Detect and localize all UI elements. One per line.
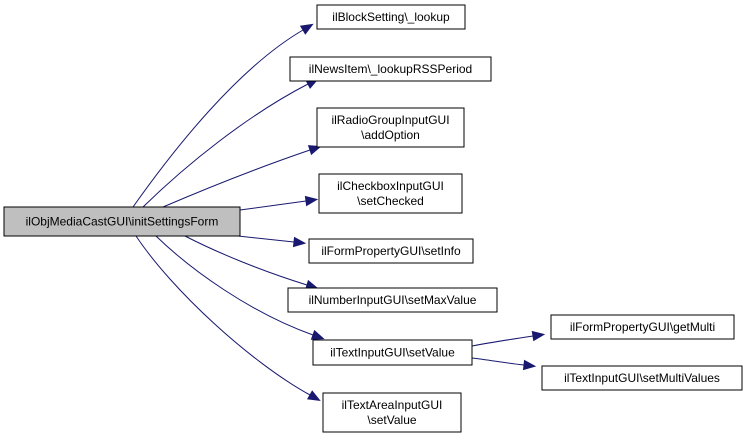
node-root[interactable]: ilObjMediaCastGUI\initSettingsForm [3, 206, 241, 237]
node-label: \setValue [367, 413, 416, 427]
node-label: ilObjMediaCastGUI\initSettingsForm [26, 215, 219, 229]
edge-textinput_setvalue-to-formproperty_getmulti [471, 330, 546, 347]
node-label: \addOption [361, 128, 420, 142]
node-label: ilFormPropertyGUI\getMulti [570, 320, 715, 334]
node-label: ilTextAreaInputGUI [342, 398, 443, 412]
node-label: ilRadioGroupInputGUI [331, 113, 449, 127]
node-box [322, 392, 462, 433]
edge-arrowhead [531, 330, 546, 342]
node-label: ilTextInputGUI\setMultiValues [564, 371, 720, 385]
node-label: ilNewsItem\_lookupRSSPeriod [309, 62, 472, 76]
edges-layer [132, 23, 546, 401]
node-label: ilBlockSetting\_lookup [332, 10, 450, 24]
node-textinput_setmultivalues[interactable]: ilTextInputGUI\setMultiValues [541, 365, 743, 391]
node-box [289, 56, 492, 82]
edge-root-to-formproperty_setinfo [237, 235, 307, 248]
edge-arrowhead [292, 236, 307, 248]
node-label: ilNumberInputGUI\setMaxValue [309, 293, 477, 307]
edge-arrowhead [307, 145, 322, 156]
edge-line [155, 235, 314, 336]
node-blocksetting_lookup[interactable]: ilBlockSetting\_lookup [316, 4, 466, 30]
node-box [541, 365, 743, 391]
edge-arrowhead [299, 23, 314, 35]
edge-line [142, 83, 309, 208]
edge-root-to-newsitem_lookuprss [142, 78, 319, 208]
edge-textinput_setvalue-to-textinput_setmultivalues [471, 357, 537, 371]
node-box [318, 173, 463, 214]
edge-line [471, 335, 534, 347]
edge-line [471, 357, 525, 366]
node-newsitem_lookuprss[interactable]: ilNewsItem\_lookupRSSPeriod [289, 56, 492, 82]
node-label: ilTextInputGUI\setValue [330, 346, 455, 360]
edge-root-to-textarea_setvalue [135, 235, 321, 401]
edge-arrowhead [310, 329, 325, 340]
node-formproperty_setinfo[interactable]: ilFormPropertyGUI\setInfo [308, 238, 474, 264]
node-box [550, 314, 735, 340]
edge-arrowhead [304, 195, 319, 207]
node-box [312, 339, 473, 366]
node-label: ilCheckboxInputGUI [337, 179, 444, 193]
node-box [316, 107, 465, 148]
edge-root-to-radiogroup_addoption [162, 145, 322, 208]
edge-root-to-checkbox_setchecked [239, 195, 319, 211]
edge-arrowhead [522, 359, 537, 371]
edge-root-to-blocksetting_lookup [132, 23, 314, 208]
node-box [3, 206, 241, 237]
edge-line [135, 235, 311, 396]
node-label: ilFormPropertyGUI\setInfo [321, 244, 461, 258]
node-box [287, 287, 498, 313]
node-textinput_setvalue[interactable]: ilTextInputGUI\setValue [312, 339, 473, 366]
node-box [316, 4, 466, 30]
node-label: \setChecked [357, 194, 424, 208]
node-radiogroup_addoption[interactable]: ilRadioGroupInputGUI\addOption [316, 107, 465, 148]
node-box [308, 238, 474, 264]
nodes-layer: ilObjMediaCastGUI\initSettingsForm ilBloc… [3, 4, 743, 433]
node-number_setmaxvalue[interactable]: ilNumberInputGUI\setMaxValue [287, 287, 498, 313]
edge-line [162, 149, 311, 208]
edge-line [239, 200, 307, 211]
node-textarea_setvalue[interactable]: ilTextAreaInputGUI\setValue [322, 392, 462, 433]
edge-line [237, 235, 295, 243]
edge-root-to-textinput_setvalue [155, 235, 325, 340]
edge-line [184, 235, 308, 286]
node-formproperty_getmulti[interactable]: ilFormPropertyGUI\getMulti [550, 314, 735, 340]
edge-line [132, 29, 304, 208]
node-checkbox_setchecked[interactable]: ilCheckboxInputGUI\setChecked [318, 173, 463, 214]
edge-arrowhead [306, 390, 321, 401]
